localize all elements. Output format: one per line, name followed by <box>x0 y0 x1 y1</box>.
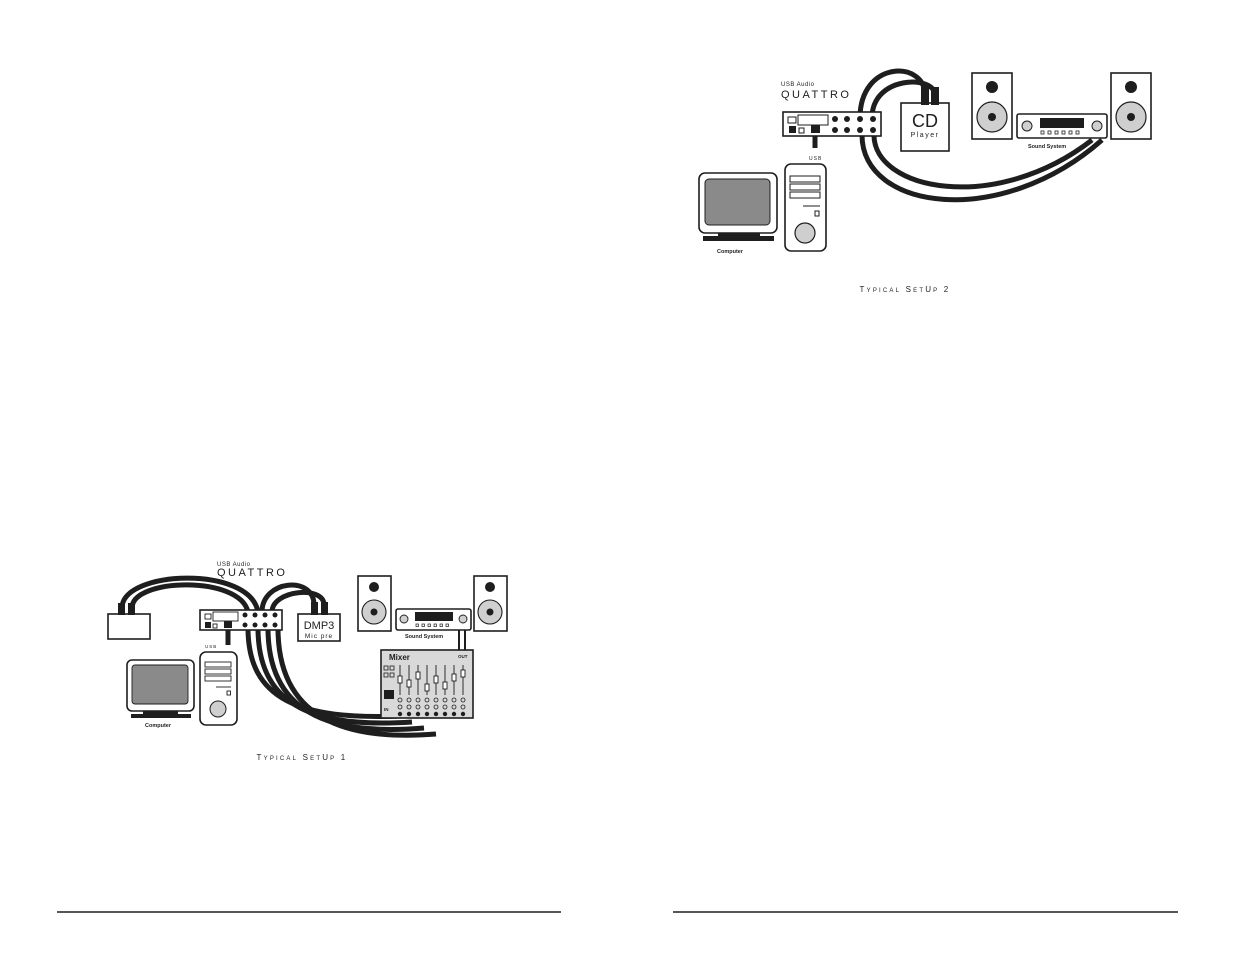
usb-label-1: USB <box>205 644 217 649</box>
right-speaker <box>1110 72 1152 140</box>
sound-system-1: Sound System <box>395 608 472 640</box>
computer-monitor: Computer <box>698 172 778 255</box>
setup-2-diagram: USB Audio QUATTRO <box>698 68 1152 294</box>
mixer-label: Mixer <box>389 653 410 662</box>
dmp3-label: DMP3 <box>304 620 335 632</box>
usb-label: USB <box>809 156 822 162</box>
computer-label-1: Computer <box>145 723 172 729</box>
quattro-brand-small-1: USB Audio <box>217 562 251 568</box>
setup-1-diagram: USB Audio QUATTRO <box>107 562 508 762</box>
left-speaker <box>971 72 1013 140</box>
sound-system: Sound System <box>1016 113 1108 150</box>
computer-label: Computer <box>717 249 744 255</box>
computer-tower-1: USB <box>199 644 238 726</box>
quattro-interface-1 <box>199 609 283 631</box>
right-speaker-1 <box>473 575 508 632</box>
quattro-interface <box>782 111 882 137</box>
setup-2-caption: Typical SetUp 2 <box>860 285 951 294</box>
cd-label: CD <box>912 111 938 131</box>
mixer-in-label: IN <box>384 707 389 712</box>
input-device-box <box>107 603 151 640</box>
setup-2-cables <box>812 68 1104 203</box>
left-speaker-1 <box>357 575 392 632</box>
setup-1-caption: Typical SetUp 1 <box>257 753 348 762</box>
sound-system-label: Sound System <box>1028 144 1066 150</box>
computer-monitor-1: Computer <box>126 659 195 729</box>
mixer-out-label: OUT <box>458 654 468 659</box>
dmp3-mic-pre: DMP3 Mic pre <box>297 602 341 642</box>
mixer: Mixer OUT IN <box>380 649 474 719</box>
setup-1-cables <box>119 575 466 738</box>
quattro-brand-small: USB Audio <box>781 82 815 88</box>
quattro-brand: QUATTRO <box>781 89 851 101</box>
sound-system-label-1: Sound System <box>405 634 443 640</box>
cd-player: CD Player <box>900 87 950 152</box>
computer-tower: USB <box>784 156 827 252</box>
player-label: Player <box>911 132 940 139</box>
mic-pre-label: Mic pre <box>305 633 333 640</box>
quattro-brand-1: QUATTRO <box>217 567 287 579</box>
